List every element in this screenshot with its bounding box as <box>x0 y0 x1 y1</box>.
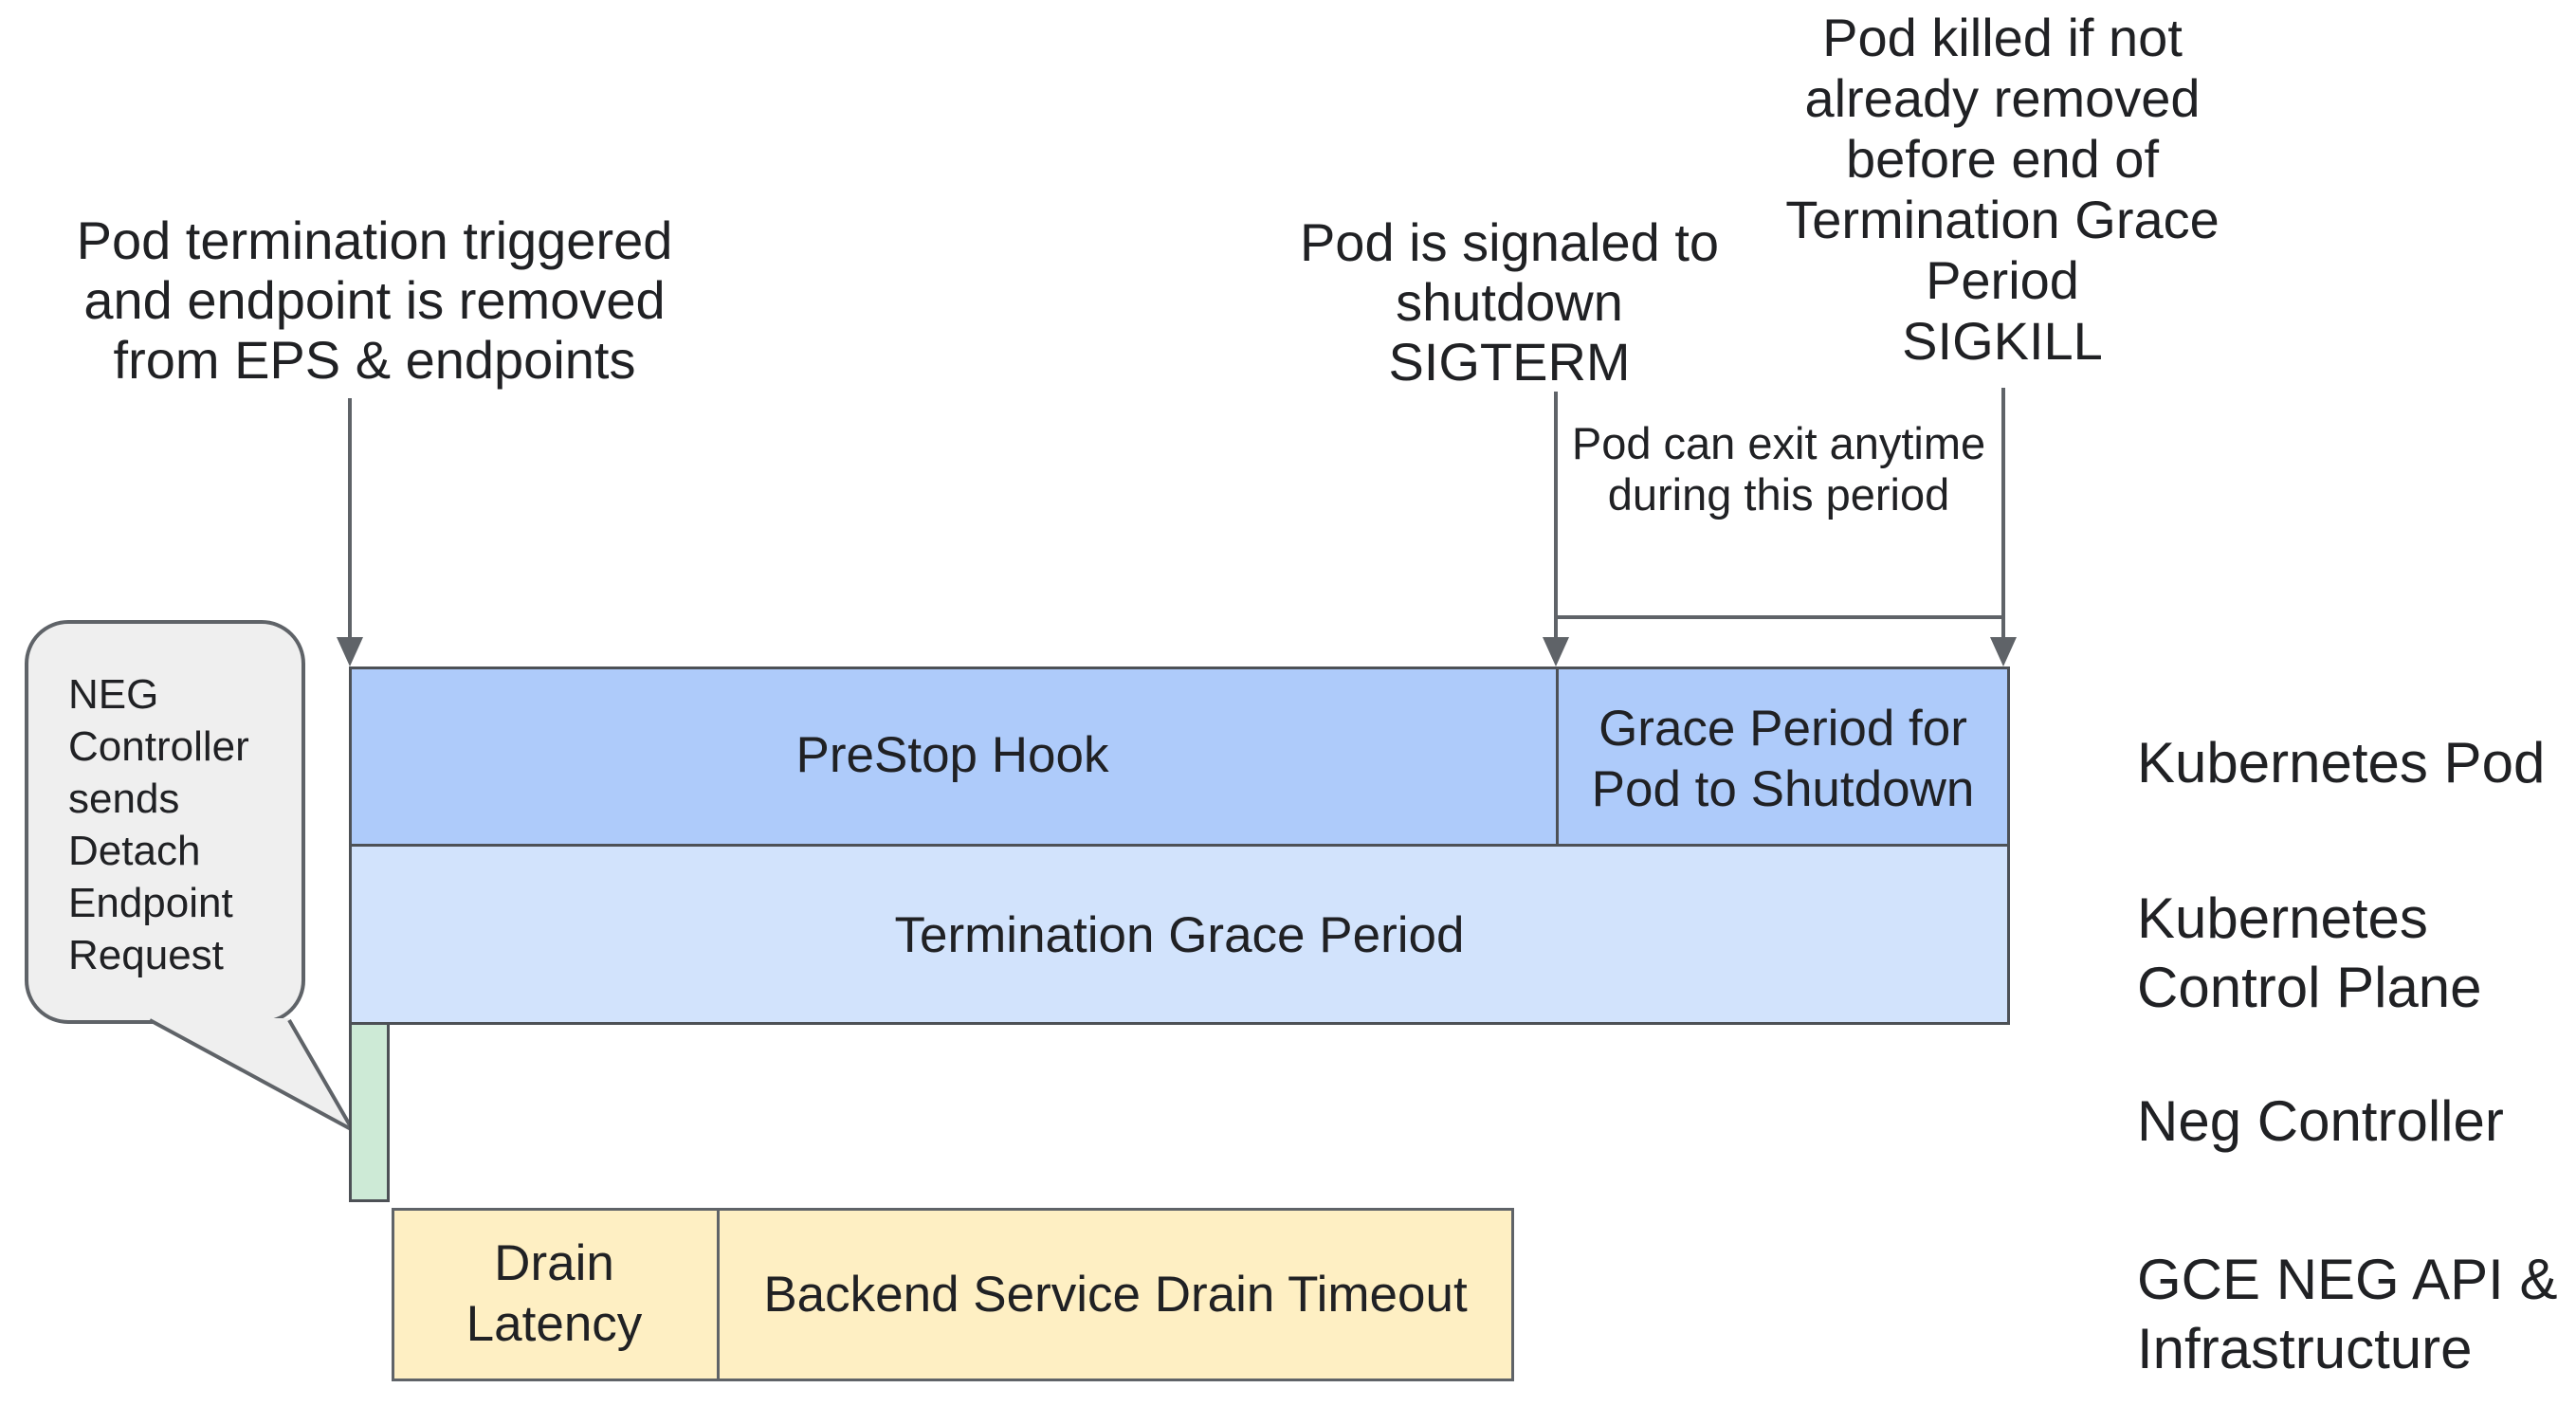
speech-bubble: NEG Controller sends Detach Endpoint Req… <box>25 620 305 1024</box>
arrow-head-sigterm <box>1543 637 1569 666</box>
arrow-head-sigkill <box>1990 637 2017 666</box>
gce-drain-bar <box>392 1208 1514 1381</box>
arrow-head-pod-termination <box>337 637 363 666</box>
speech-bubble-text: NEG Controller sends Detach Endpoint Req… <box>68 671 249 978</box>
sigterm-divider <box>1556 669 1559 844</box>
lane-label-gce-neg-api: GCE NEG API & Infrastructure <box>2137 1248 2558 1380</box>
grace-period-label: Grace Period for Pod to Shutdown <box>1591 701 1975 817</box>
lane-label-neg-controller: Neg Controller <box>2137 1089 2504 1153</box>
annotation-sigterm: Pod is signaled to shutdown SIGTERM <box>1299 212 1720 392</box>
neg-controller-bar <box>349 1022 390 1202</box>
prestop-hook-label: PreStop Hook <box>795 727 1109 783</box>
lane-label-kubernetes-control-plane: Kubernetes Control Plane <box>2137 886 2482 1019</box>
lane-label-kubernetes-pod: Kubernetes Pod <box>2137 731 2546 794</box>
termination-grace-period-label: Termination Grace Period <box>894 907 1465 963</box>
annotation-pod-termination-triggered: Pod termination triggered and endpoint i… <box>76 210 673 390</box>
annotation-pod-can-exit: Pod can exit anytime during this period <box>1571 418 1986 520</box>
termination-grace-period-bar <box>349 844 2010 1025</box>
drain-latency-label: Drain Latency <box>466 1235 643 1352</box>
annotation-sigkill: Pod killed if not already removed before… <box>1785 8 2220 371</box>
kubernetes-pod-bar <box>349 666 2010 847</box>
drain-latency-divider <box>717 1211 720 1379</box>
backend-drain-timeout-label: Backend Service Drain Timeout <box>763 1267 1468 1323</box>
